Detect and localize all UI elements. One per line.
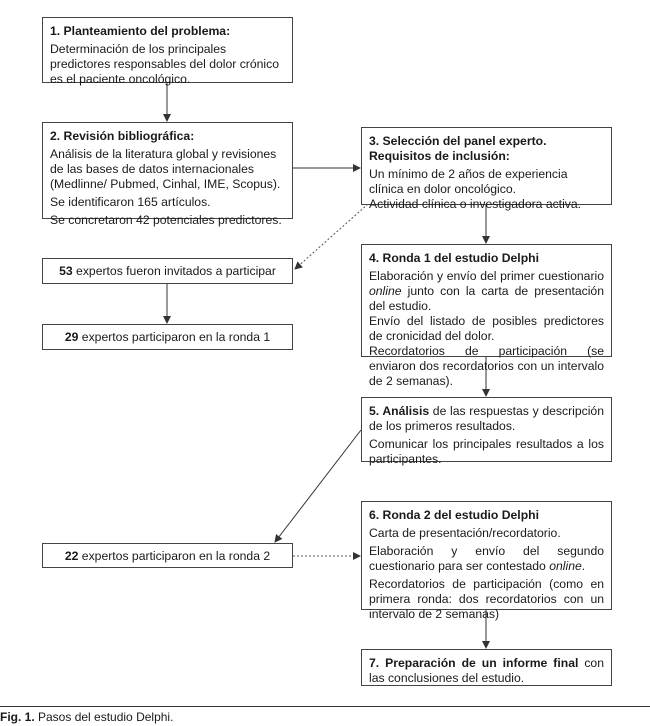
- step-4-line-3: Recordatorios de participación (se envia…: [369, 344, 604, 388]
- round1-text: expertos participaron en la ronda 1: [78, 330, 271, 344]
- invited-experts-box: 53 expertos fueron invitados a participa…: [42, 258, 293, 284]
- text: con las conclusiones del estudio.: [369, 656, 604, 685]
- step-5-box: 5. Análisis de las respuestas y descripc…: [361, 397, 612, 466]
- step-6-box: 6. Ronda 2 del estudio Delphi Carta de p…: [361, 501, 612, 621]
- round2-count: 22: [64, 549, 79, 563]
- round1-count: 29: [64, 330, 79, 344]
- step-5-line-2: Comunicar los principales resultados a l…: [369, 437, 604, 466]
- step-1-box: 1. Planteamiento del problema: Determina…: [42, 17, 293, 86]
- round2-participants-box: 22 expertos participaron en la ronda 2: [42, 543, 293, 568]
- step-2-title: 2. Revisión bibliográfica:: [50, 129, 195, 143]
- step-4-line-1: Elaboración y envío del primer cuestiona…: [369, 269, 604, 314]
- step-7-title: 7. Preparación de un informe final: [369, 656, 579, 670]
- step-7-box: 7. Preparación de un informe final con l…: [361, 649, 612, 686]
- arrow-3-to-invited: [294, 203, 369, 270]
- step-3-line: Un mínimo de 2 años de experiencia clíni…: [369, 167, 568, 196]
- step-6-title: 6. Ronda 2 del estudio Delphi: [369, 508, 539, 522]
- caption-label: Fig. 1.: [0, 710, 35, 724]
- step-3-title: 3. Selección del panel experto. Requisit…: [369, 134, 547, 163]
- step-6-line-3: Recordatorios de participación (como en …: [369, 577, 604, 621]
- step-3-line: Actividad clínica o investigadora activa…: [369, 197, 582, 211]
- step-2-line: Análisis de la literatura global y revis…: [50, 147, 281, 191]
- caption-divider: [0, 706, 650, 707]
- round1-participants-box: 29 expertos participaron en la ronda 1: [42, 324, 293, 350]
- round2-text: expertos participaron en la ronda 2: [78, 549, 271, 563]
- text: Elaboración y envío del primer cuestiona…: [369, 269, 604, 283]
- step-6-line-1: Carta de presentación/recordatorio.: [369, 526, 561, 540]
- step-5-title: 5. Análisis: [369, 404, 430, 418]
- arrow-5-to-round2: [274, 429, 362, 543]
- text-italic: online: [369, 284, 402, 298]
- step-1-body: Determinación de los principales predict…: [50, 42, 279, 86]
- invited-text: expertos fueron invitados a participar: [72, 264, 276, 278]
- step-1-title: 1. Planteamiento del problema:: [50, 24, 231, 38]
- step-7-text: 7. Preparación de un informe final con l…: [369, 656, 604, 686]
- text: de las respuestas y descripción de los p…: [369, 404, 604, 433]
- text: .: [581, 559, 586, 573]
- step-3-box: 3. Selección del panel experto. Requisit…: [361, 127, 612, 211]
- figure-caption: Fig. 1. Pasos del estudio Delphi.: [0, 710, 173, 724]
- text: junto con la carta de presentación del e…: [369, 284, 604, 313]
- step-6-line-2: Elaboración y envío del segundo cuestion…: [369, 544, 604, 574]
- text: Elaboración y envío del segundo cuestion…: [369, 544, 604, 573]
- caption-text: Pasos del estudio Delphi.: [34, 710, 174, 724]
- step-2-line: Se identificaron 165 artículos.: [50, 195, 211, 209]
- text-italic: online: [549, 559, 582, 573]
- step-4-line-2: Envío del listado de posibles predictore…: [369, 314, 604, 343]
- step-2-box: 2. Revisión bibliográfica: Análisis de l…: [42, 122, 293, 227]
- step-4-box: 4. Ronda 1 del estudio Delphi Elaboració…: [361, 244, 612, 388]
- invited-count: 53: [59, 264, 73, 278]
- step-4-title: 4. Ronda 1 del estudio Delphi: [369, 251, 539, 265]
- step-5-line-1: 5. Análisis de las respuestas y descripc…: [369, 404, 604, 434]
- step-2-line: Se concretaron 42 potenciales predictore…: [50, 213, 282, 227]
